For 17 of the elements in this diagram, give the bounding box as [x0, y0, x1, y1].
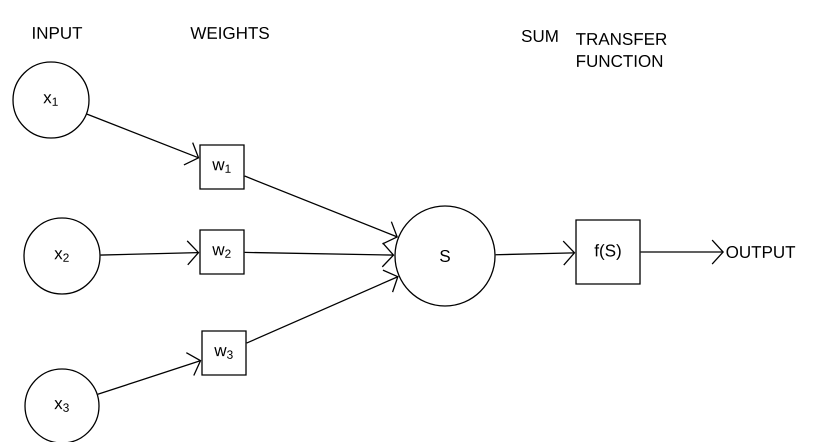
- column-heading: WEIGHTS: [190, 26, 269, 40]
- column-heading: SUM: [522, 30, 558, 42]
- arrow: [100, 240, 200, 266]
- function-box: f(S): [575, 219, 641, 285]
- weight-box: w$_{1}$: [199, 144, 245, 190]
- arrow: [246, 270, 399, 344]
- arrow: [98, 352, 202, 395]
- weight-box: w$_{2}$: [199, 229, 245, 275]
- arrow: [640, 240, 724, 264]
- column-heading: INPUT: [33, 27, 82, 39]
- output-text: OUTPUT: [726, 246, 796, 258]
- weight-box: w$_{3}$: [201, 330, 247, 376]
- arrow: [496, 240, 576, 266]
- column-heading: TRANSFER FUNCTION: [576, 32, 666, 68]
- arrow: [86, 114, 200, 166]
- arrow: [244, 242, 394, 268]
- arrow: [244, 175, 398, 245]
